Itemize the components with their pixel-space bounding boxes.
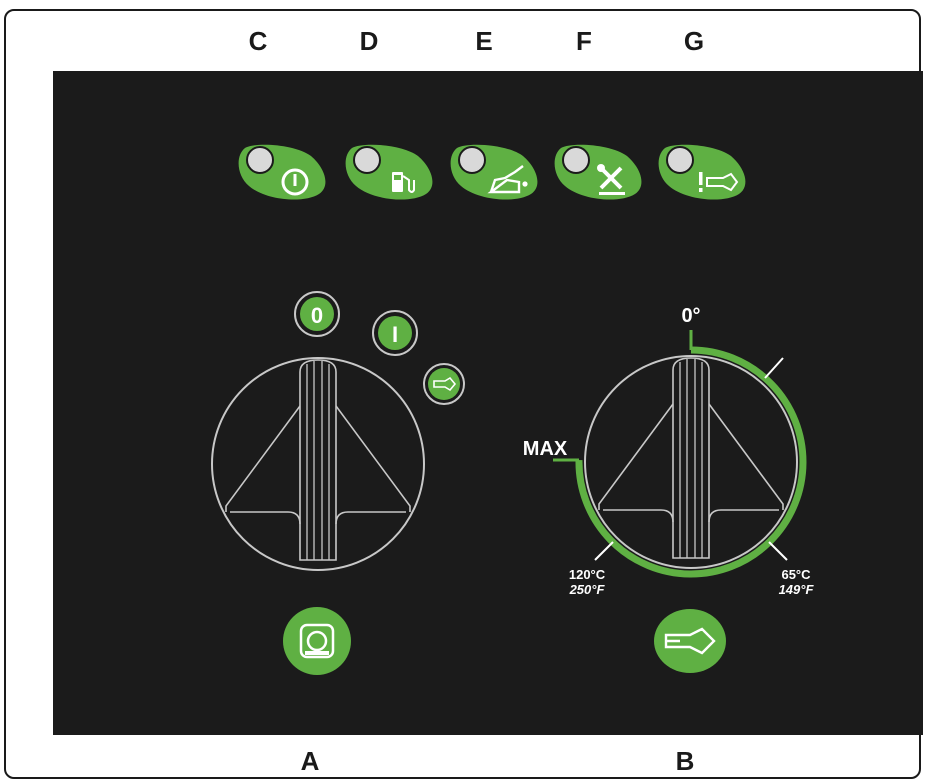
service-indicator <box>553 143 643 201</box>
fuel-pump-icon <box>392 172 415 193</box>
zero-degree-label: 0° <box>681 305 700 327</box>
label-f: F <box>576 26 592 56</box>
low-temp-c-label: 65°C <box>781 567 811 582</box>
heater-icon <box>664 627 716 655</box>
heater-warning-icon <box>699 172 739 192</box>
pump-button[interactable] <box>283 607 351 675</box>
temperature-knob[interactable]: 0° MAX 120°C 250°F 65°C 149°F <box>523 305 815 597</box>
position-off-marker: 0 <box>294 291 340 337</box>
fuel-indicator <box>344 143 434 201</box>
position-heater-marker <box>423 363 465 405</box>
position-on-label: I <box>392 322 398 347</box>
high-temp-f-label: 250°F <box>569 582 606 597</box>
position-off-label: 0 <box>311 303 323 328</box>
position-on-marker: I <box>372 310 418 356</box>
label-d: D <box>359 26 379 56</box>
control-panel: 0 I 0° MAX 120°C 250°F <box>53 71 923 735</box>
max-label: MAX <box>523 438 568 460</box>
pump-icon <box>299 623 335 659</box>
label-b: B <box>675 746 695 776</box>
power-indicator <box>237 143 327 201</box>
oil-indicator <box>449 143 539 201</box>
label-e: E <box>475 26 493 56</box>
power-icon <box>281 168 309 196</box>
heater-small-icon <box>433 376 457 392</box>
main-switch-knob[interactable] <box>211 357 425 571</box>
temperature-range-arc <box>575 346 807 578</box>
label-c: C <box>248 26 268 56</box>
service-tools-icon <box>597 164 625 195</box>
heater-button[interactable] <box>654 609 726 673</box>
heater-fault-indicator <box>657 143 747 201</box>
oil-can-icon <box>487 165 528 194</box>
high-temp-c-label: 120°C <box>569 567 606 582</box>
label-a: A <box>300 746 320 776</box>
low-temp-f-label: 149°F <box>779 582 815 597</box>
label-g: G <box>683 26 705 56</box>
